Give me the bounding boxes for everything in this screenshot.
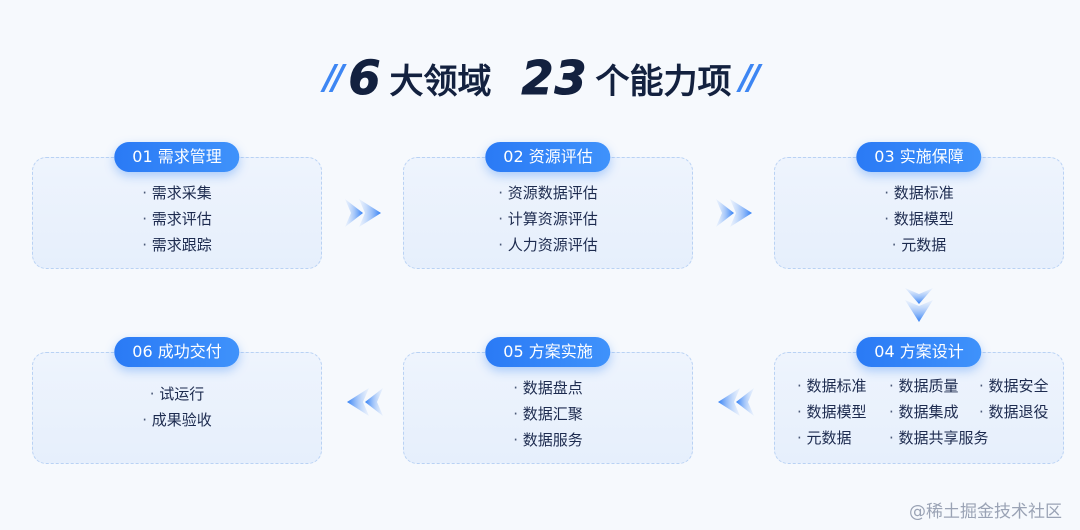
domain-item: 试运行 [150,383,204,405]
domain-item: 数据模型 [797,401,883,423]
title-left-slashes: // [323,58,345,98]
domain-card-resource-assessment: 02 资源评估 资源数据评估 计算资源评估 人力资源评估 [403,142,693,269]
domain-item: 需求采集 [142,182,212,204]
domain-item: 成果验收 [142,409,212,431]
domain-item-grid: 数据标准 数据质量 数据安全 数据模型 数据集成 数据退役 元数据 数据共享服务 [797,375,1049,449]
domain-badge: 03 实施保障 [856,142,982,172]
domain-badge: 02 资源评估 [485,142,611,172]
domain-item: 需求跟踪 [142,234,212,256]
domain-item: 数据汇聚 [513,403,583,425]
domain-badge: 05 方案实施 [485,337,611,367]
domain-item-list: 数据盘点 数据汇聚 数据服务 [404,377,692,451]
arrow-right-icon [716,199,752,227]
title-number-domains: 6 [348,51,382,106]
title-text-domains: 大领域 [389,61,492,102]
arrow-down-icon [905,288,933,322]
domain-badge: 04 方案设计 [856,337,982,367]
domain-item: 数据服务 [513,429,583,451]
domain-item: 数据模型 [884,208,954,230]
domain-card-requirements: 01 需求管理 需求采集 需求评估 需求跟踪 [32,142,322,269]
page-title: // 6 大领域 23 个能力项 // [0,48,1080,108]
domain-badge: 06 成功交付 [114,337,240,367]
arrow-right-icon [345,199,381,227]
domain-item: 需求评估 [142,208,212,230]
domain-item: 数据标准 [797,375,883,397]
domain-item: 元数据 [892,234,946,256]
domain-item: 人力资源评估 [498,234,598,256]
arrow-left-icon [347,388,383,416]
domain-card-successful-delivery: 06 成功交付 试运行 成果验收 [32,337,322,464]
arrow-left-icon [718,388,754,416]
domain-card-implementation-guarantee: 03 实施保障 数据标准 数据模型 元数据 [774,142,1064,269]
domain-item-list: 数据标准 数据模型 元数据 [775,182,1063,256]
domain-card-solution-design: 04 方案设计 数据标准 数据质量 数据安全 数据模型 数据集成 数据退役 元数… [774,337,1064,464]
domain-item-list: 试运行 成果验收 [33,383,321,431]
domain-item: 资源数据评估 [498,182,598,204]
domain-card-solution-implementation: 05 方案实施 数据盘点 数据汇聚 数据服务 [403,337,693,464]
title-right-slashes: // [739,58,761,98]
watermark: @稀土掘金技术社区 [909,502,1062,522]
domain-item: 数据标准 [884,182,954,204]
domain-item: 数据退役 [979,401,1069,423]
domain-item-list: 需求采集 需求评估 需求跟踪 [33,182,321,256]
domain-item: 数据共享服务 [889,427,1069,449]
domain-item: 元数据 [797,427,883,449]
domain-item: 数据集成 [889,401,973,423]
domain-item: 数据质量 [889,375,973,397]
domain-item: 计算资源评估 [498,208,598,230]
domain-item: 数据盘点 [513,377,583,399]
title-text-capabilities: 个能力项 [595,61,732,102]
title-number-capabilities: 23 [521,51,588,106]
domain-item: 数据安全 [979,375,1069,397]
domain-badge: 01 需求管理 [114,142,240,172]
domain-item-list: 资源数据评估 计算资源评估 人力资源评估 [404,182,692,256]
